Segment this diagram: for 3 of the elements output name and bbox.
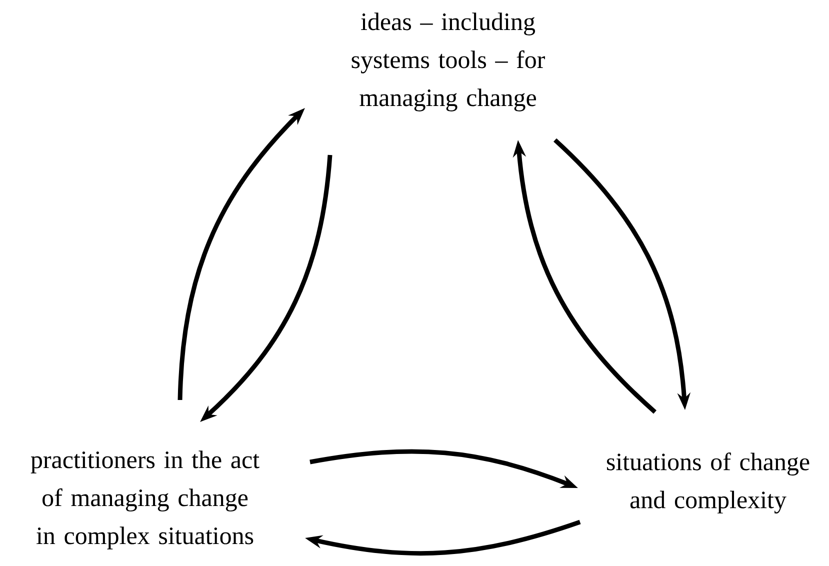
node-label: practitioners in the act of managing change in complex situations: [30, 450, 260, 550]
node-label: ideas – including systems tools – for managing change: [352, 12, 545, 112]
node-label: situations of change and complexity: [606, 452, 810, 514]
